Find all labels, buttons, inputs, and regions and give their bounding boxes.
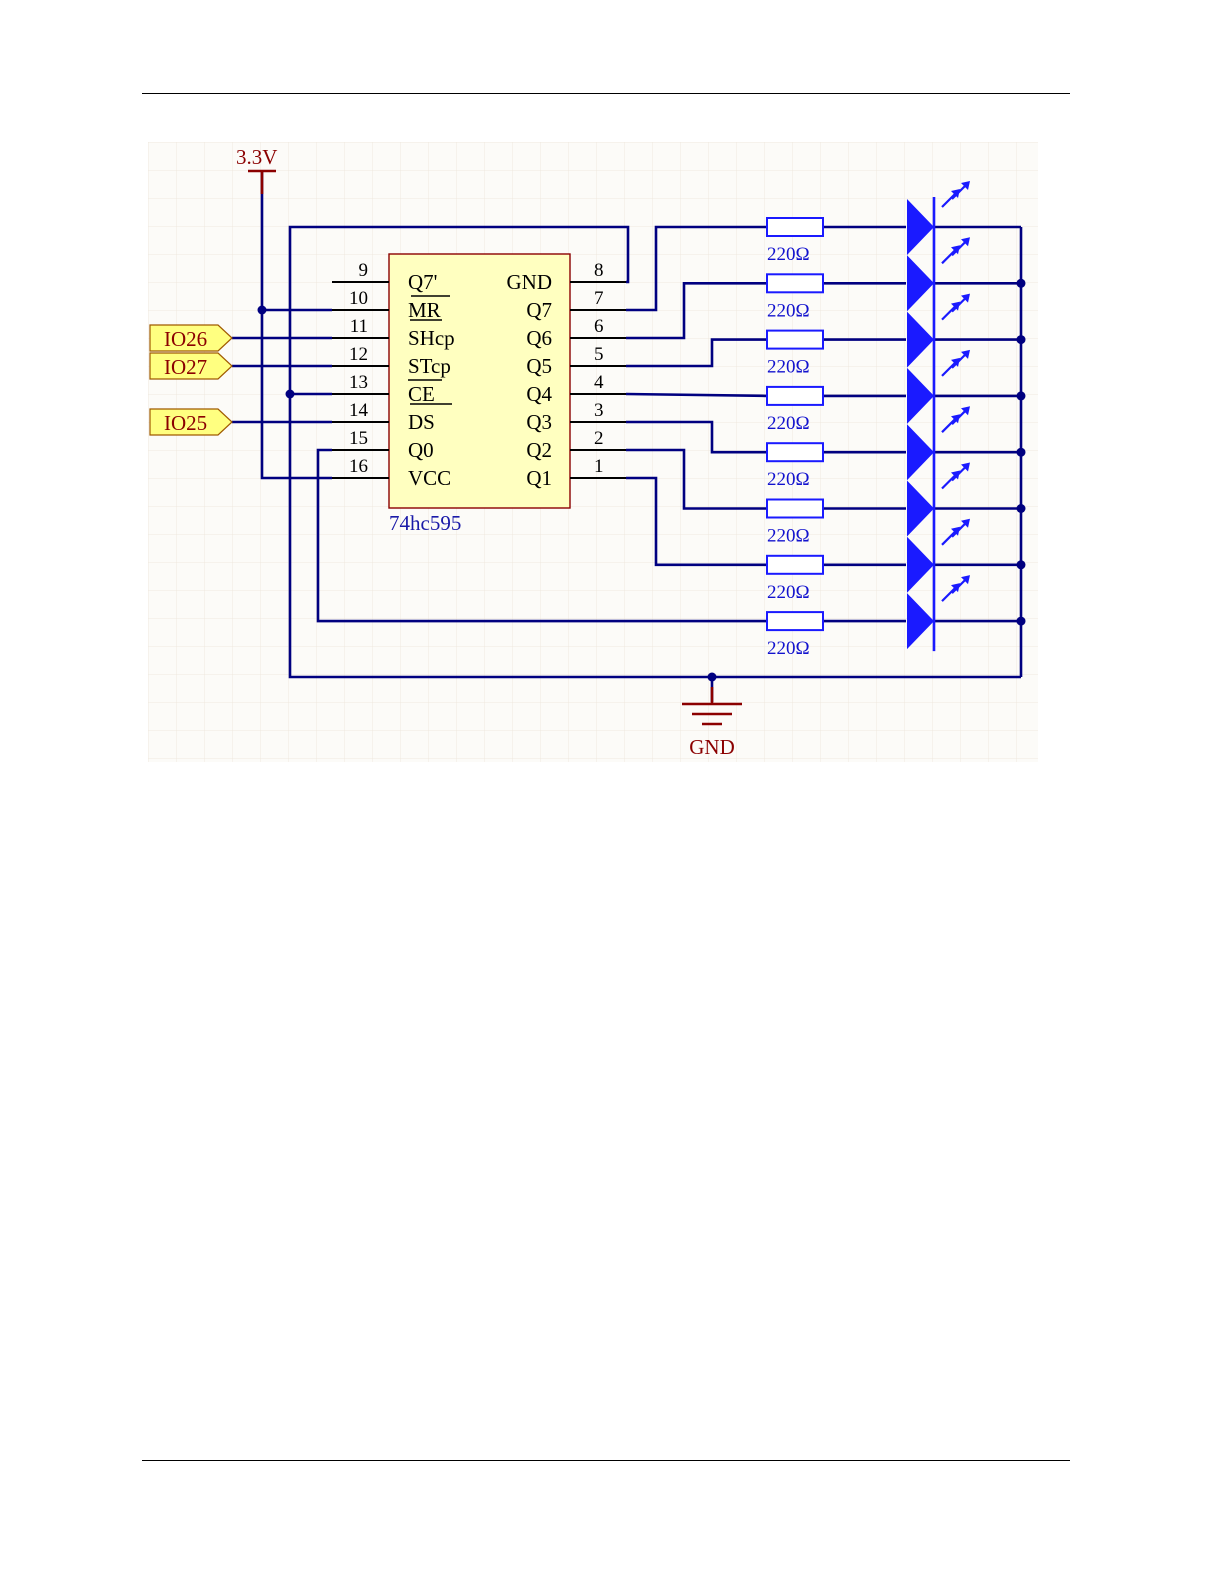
- pin-name-15: Q0: [408, 438, 434, 462]
- resistor-7: [767, 556, 823, 574]
- pin-number-4: 4: [594, 372, 604, 393]
- pin-name-2: Q2: [526, 438, 552, 462]
- pin-number-11: 11: [350, 316, 368, 337]
- resistor-3: [767, 331, 823, 349]
- junction-10: [1017, 617, 1026, 626]
- resistor-label-3: 220Ω: [767, 357, 810, 378]
- junction-3: [708, 673, 717, 682]
- port-label-io25: IO25: [164, 411, 207, 435]
- resistor-label-1: 220Ω: [767, 244, 810, 265]
- pin-number-1: 1: [594, 456, 604, 477]
- resistor-label-4: 220Ω: [767, 413, 810, 434]
- pin-name-8: GND: [507, 270, 553, 294]
- pin-number-16: 16: [349, 456, 368, 477]
- pin-name-5: Q5: [526, 354, 552, 378]
- port-label-io26: IO26: [164, 327, 207, 351]
- pin-name-4: Q4: [526, 382, 552, 406]
- junction-7: [1017, 448, 1026, 457]
- vcc-label: 3.3V: [236, 145, 277, 169]
- resistor-label-8: 220Ω: [767, 638, 810, 659]
- pin-name-9: Q7': [408, 270, 437, 294]
- junction-9: [1017, 560, 1026, 569]
- footer-rule: [142, 1460, 1070, 1461]
- junction-8: [1017, 504, 1026, 513]
- pin-number-5: 5: [594, 344, 604, 365]
- resistor-4: [767, 387, 823, 405]
- resistor-8: [767, 612, 823, 630]
- resistor-5: [767, 443, 823, 461]
- pin-name-13: CE: [408, 382, 435, 406]
- pin-number-13: 13: [349, 372, 368, 393]
- pin-number-8: 8: [594, 260, 604, 281]
- pin-name-11: SHcp: [408, 326, 455, 350]
- pin-name-6: Q6: [526, 326, 552, 350]
- junction-4: [1017, 279, 1026, 288]
- pin-number-15: 15: [349, 428, 368, 449]
- resistor-label-7: 220Ω: [767, 582, 810, 603]
- pin-number-10: 10: [349, 288, 368, 309]
- junction-1: [258, 306, 267, 315]
- header-rule: [142, 93, 1070, 94]
- pin-number-7: 7: [594, 288, 604, 309]
- resistor-label-5: 220Ω: [767, 469, 810, 490]
- pin-number-12: 12: [349, 344, 368, 365]
- pin-name-12: STcp: [408, 354, 451, 378]
- resistor-6: [767, 500, 823, 518]
- pin-number-9: 9: [359, 260, 369, 281]
- chip-part-label: 74hc595: [389, 511, 461, 535]
- pin-number-3: 3: [594, 400, 604, 421]
- pin-name-7: Q7: [526, 298, 552, 322]
- junction-5: [1017, 335, 1026, 344]
- pin-name-3: Q3: [526, 410, 552, 434]
- pin-name-14: DS: [408, 410, 435, 434]
- pin-number-2: 2: [594, 428, 604, 449]
- pin-name-10: MR: [408, 298, 441, 322]
- gnd-label: GND: [689, 735, 735, 759]
- port-label-io27: IO27: [164, 355, 207, 379]
- resistor-2: [767, 274, 823, 292]
- pin-name-1: Q1: [526, 466, 552, 490]
- pin-number-14: 14: [349, 400, 369, 421]
- resistor-1: [767, 218, 823, 236]
- junction-2: [286, 390, 295, 399]
- resistor-label-2: 220Ω: [767, 300, 810, 321]
- pin-number-6: 6: [594, 316, 604, 337]
- junction-6: [1017, 391, 1026, 400]
- resistor-label-6: 220Ω: [767, 526, 810, 547]
- pin-name-16: VCC: [408, 466, 451, 490]
